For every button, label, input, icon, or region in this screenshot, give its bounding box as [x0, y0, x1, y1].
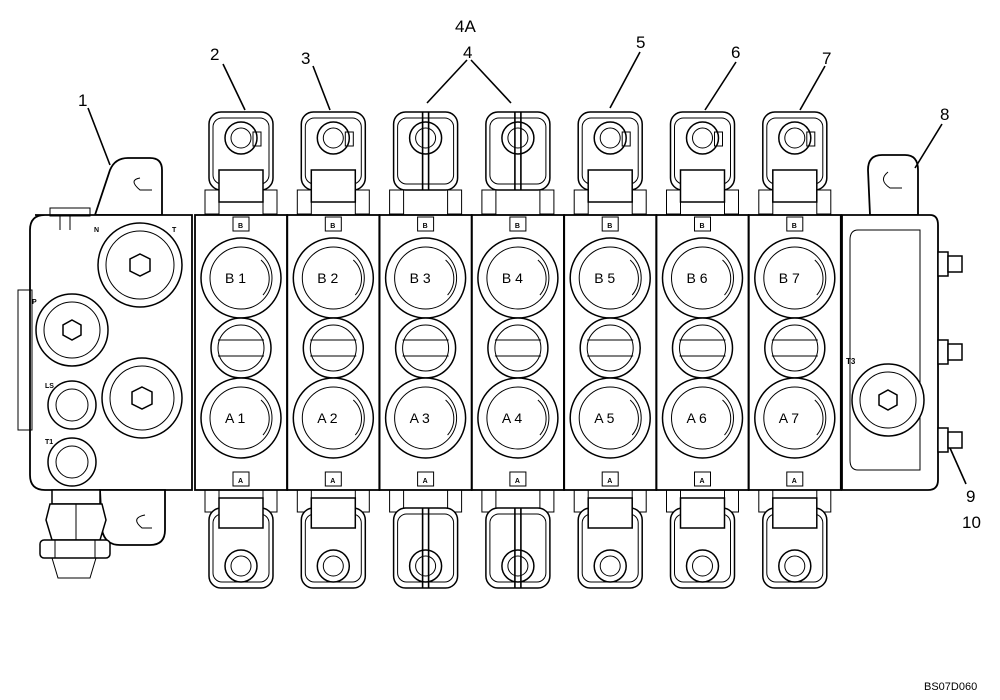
inlet-port-label-ls: LS — [45, 383, 54, 390]
leader-line-5 — [609, 51, 641, 109]
callout-10: 10 — [962, 513, 981, 532]
section-3-top-tag: B — [423, 223, 428, 230]
leader-line-4b — [470, 59, 512, 104]
inlet-port-label-p: P — [32, 299, 37, 306]
callout-5: 5 — [636, 33, 645, 52]
section-4-b-port-label: B 4 — [502, 270, 523, 286]
leader-line-3 — [312, 65, 331, 111]
inlet-port-label-t: T — [172, 227, 177, 234]
section-6-bottom-cap — [666, 489, 739, 589]
outlet-port-label-t3: T3 — [846, 357, 856, 366]
section-2-top-cap — [296, 111, 370, 215]
section-5: B A B 5 A 5 — [563, 111, 658, 589]
section-3-bottom-tag: A — [423, 478, 428, 485]
callout-3: 3 — [301, 49, 310, 68]
callout-6: 6 — [731, 43, 740, 62]
section-4-a-port-label: A 4 — [502, 410, 522, 426]
inlet-port-label-t1: T1 — [45, 439, 53, 446]
section-4-bottom-tag: A — [515, 478, 520, 485]
leader-line-2 — [222, 63, 246, 111]
section-2-a-port-label: A 2 — [317, 410, 337, 426]
section-5-top-cap — [573, 111, 647, 215]
section-4-top-tag: B — [515, 223, 520, 230]
section-1: B A B 1 A 1 — [194, 111, 288, 589]
tie-rod-nut-middle — [937, 339, 963, 365]
section-3-a-port-label: A 3 — [410, 410, 430, 426]
section-1-top-cap — [204, 111, 278, 215]
leader-line-1 — [87, 107, 111, 166]
leader-line-9 — [949, 447, 967, 485]
inlet-port-label-n: N — [94, 227, 99, 234]
section-2-bottom-tag: A — [330, 478, 335, 485]
callout-1: 1 — [78, 91, 87, 110]
section-5-bottom-cap — [573, 489, 647, 589]
section-2-top-tag: B — [330, 223, 335, 230]
outlet-section: T3 — [841, 154, 963, 491]
tie-rod-nut-top — [937, 251, 963, 277]
section-6-top-tag: B — [700, 223, 705, 230]
section-7-a-port-label: A 7 — [779, 410, 799, 426]
section-7-top-tag: B — [792, 223, 797, 230]
section-6-b-port-label: B 6 — [687, 270, 708, 286]
section-4-bottom-cap — [481, 489, 555, 589]
section-6-top-cap — [666, 111, 739, 215]
section-5-bottom-tag: A — [607, 478, 612, 485]
section-1-top-tag: B — [238, 223, 243, 230]
section-6: B A B 6 A 6 — [655, 111, 750, 589]
section-1-bottom-tag: A — [238, 478, 243, 485]
section-3-top-cap — [389, 111, 463, 215]
section-3: B A B 3 A 3 — [378, 111, 473, 589]
section-1-a-port-label: A 1 — [225, 410, 245, 426]
callouts: 1 2 3 4A 4 5 6 7 8 9 10 — [78, 17, 981, 532]
tie-rod-nut-bottom — [937, 427, 963, 453]
section-7: B A B 7 A 7 — [747, 111, 842, 589]
section-6-bottom-tag: A — [700, 478, 705, 485]
leader-line-8 — [914, 123, 943, 169]
section-5-a-port-label: A 5 — [594, 410, 614, 426]
callout-9: 9 — [966, 487, 975, 506]
leader-line-7 — [799, 65, 826, 111]
section-2-b-port-label: B 2 — [317, 270, 338, 286]
section-7-bottom-cap — [758, 489, 832, 589]
section-6-a-port-label: A 6 — [687, 410, 707, 426]
callout-4: 4 — [463, 43, 472, 62]
section-3-b-port-label: B 3 — [410, 270, 431, 286]
leader-line-6 — [704, 61, 737, 111]
working-sections: B A B 1 A 1 B A B 2 A 2 B A B 3 A 3 B A B 4 A 4 B A B 5 A 5… — [194, 111, 842, 589]
section-5-top-tag: B — [607, 223, 612, 230]
section-7-b-port-label: B 7 — [779, 270, 800, 286]
section-1-b-port-label: B 1 — [225, 270, 246, 286]
section-7-bottom-tag: A — [792, 478, 797, 485]
callout-8: 8 — [940, 105, 949, 124]
leader-line-4a — [426, 59, 468, 104]
section-2-bottom-cap — [296, 489, 370, 589]
callout-2: 2 — [210, 45, 219, 64]
leader-lines — [87, 51, 967, 485]
inlet-fitting — [39, 489, 111, 579]
section-7-top-cap — [758, 111, 832, 215]
callout-7: 7 — [822, 49, 831, 68]
inlet-section: N T P LS T1 — [17, 157, 193, 579]
section-4: B A B 4 A 4 — [470, 111, 565, 589]
section-2: B A B 2 A 2 — [286, 111, 381, 589]
section-1-bottom-cap — [204, 489, 278, 589]
section-5-b-port-label: B 5 — [594, 270, 615, 286]
section-4-top-cap — [481, 111, 555, 215]
callout-4a: 4A — [455, 17, 476, 36]
figure-reference-code: BS07D060 — [924, 681, 977, 693]
section-3-bottom-cap — [389, 489, 463, 589]
